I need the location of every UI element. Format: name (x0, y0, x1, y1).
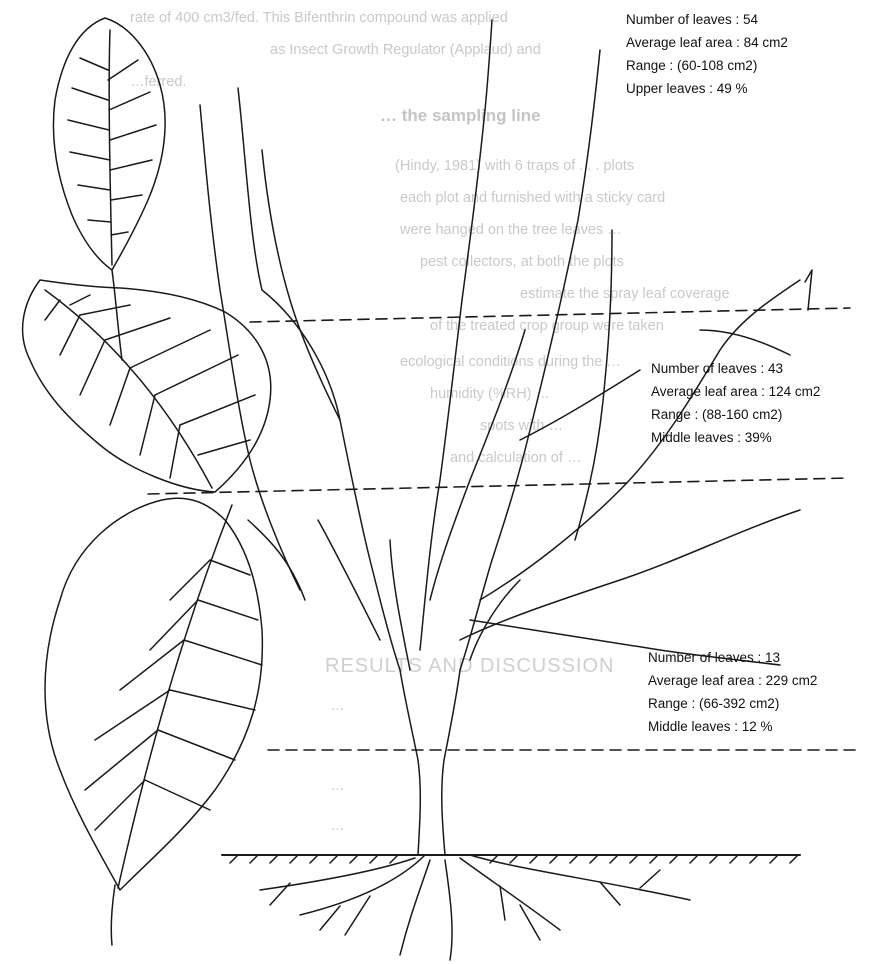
roots-drawing (260, 855, 690, 960)
upper-leaves-percent: Upper leaves : 49 % (626, 77, 788, 100)
upper-zone-dashed-line (250, 308, 850, 322)
middle-average-leaf-area: Average leaf area : 124 cm2 (651, 380, 820, 403)
middle-leaves-percent: Middle leaves : 39% (651, 426, 820, 449)
lower-number-of-leaves: Number of leaves : 13 (648, 646, 817, 669)
lower-leaf-drawing (45, 498, 262, 945)
lower-zone-annotation: Number of leaves : 13 Average leaf area … (648, 646, 817, 738)
ground-line (222, 855, 800, 863)
middle-zone-dashed-line (148, 478, 848, 494)
upper-range: Range : (60-108 cm2) (626, 54, 788, 77)
upper-number-of-leaves: Number of leaves : 54 (626, 8, 788, 31)
lower-range: Range : (66-392 cm2) (648, 692, 817, 715)
upper-zone-annotation: Number of leaves : 54 Average leaf area … (626, 8, 788, 100)
upper-average-leaf-area: Average leaf area : 84 cm2 (626, 31, 788, 54)
middle-range: Range : (88-160 cm2) (651, 403, 820, 426)
middle-zone-annotation: Number of leaves : 43 Average leaf area … (651, 357, 820, 449)
lower-average-leaf-area: Average leaf area : 229 cm2 (648, 669, 817, 692)
middle-leaf-drawing (23, 280, 271, 492)
middle-number-of-leaves: Number of leaves : 43 (651, 357, 820, 380)
lower-leaves-percent: Middle leaves : 12 % (648, 715, 817, 738)
